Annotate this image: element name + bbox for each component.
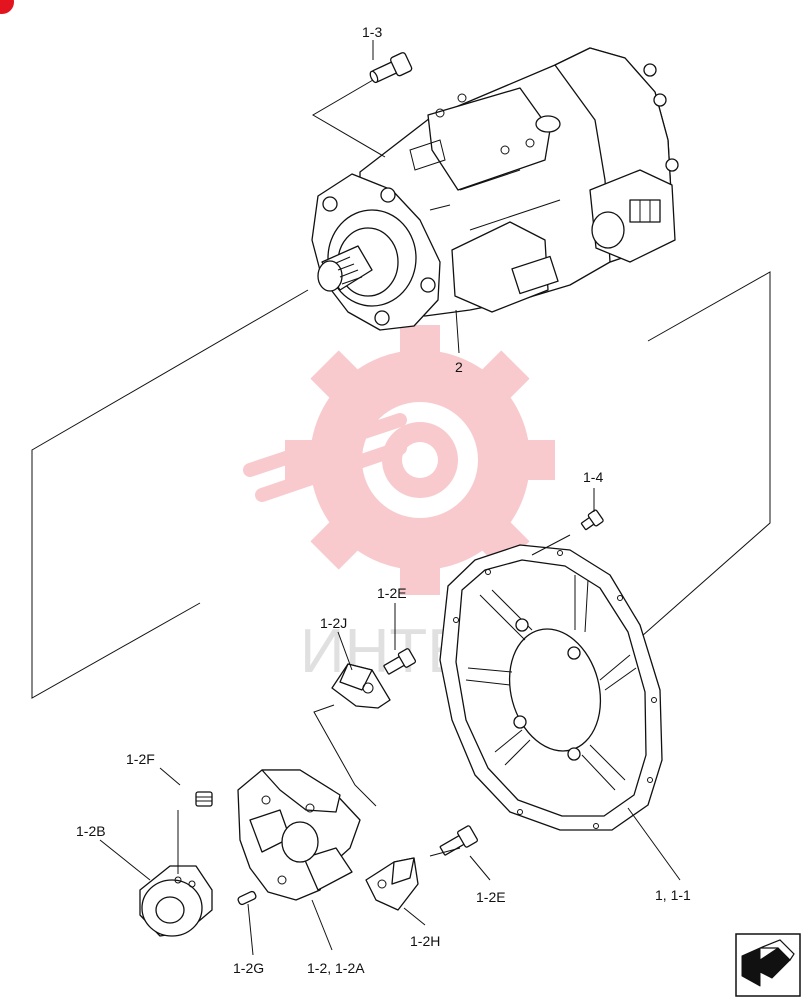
next-page-arrow-icon[interactable] (735, 933, 801, 997)
coupling-hub-1-2b (139, 865, 213, 937)
label-1-2b: 1-2B (76, 823, 106, 839)
label-2: 2 (455, 359, 463, 375)
label-1-2e-bottom: 1-2E (476, 889, 506, 905)
assembly-outline (31, 271, 771, 699)
rubber-block-1-2j (331, 663, 391, 709)
label-1-3: 1-3 (362, 24, 382, 40)
label-1-2f: 1-2F (126, 751, 155, 767)
label-1-2e-top: 1-2E (377, 585, 407, 601)
bolt-1-3 (369, 52, 413, 84)
bolt-1-4 (580, 509, 604, 531)
label-1-4: 1-4 (583, 469, 603, 485)
label-1-1-1: 1, 1-1 (655, 887, 691, 903)
pin-1-2g (237, 890, 257, 906)
hydraulic-pump (311, 47, 679, 331)
label-1-2j: 1-2J (320, 615, 347, 631)
bolt-1-2e-top (383, 648, 417, 675)
setscrew-1-2f (195, 791, 213, 807)
rubber-block-1-2h (365, 857, 419, 911)
flexible-coupling-1-2 (237, 769, 361, 901)
flywheel-housing (439, 544, 663, 831)
label-1-2g: 1-2G (233, 960, 264, 976)
leader-lines (99, 40, 681, 956)
label-1-2-1-2a: 1-2, 1-2A (307, 960, 365, 976)
bolt-1-2e-bottom (439, 825, 479, 856)
label-1-2h: 1-2H (410, 933, 440, 949)
